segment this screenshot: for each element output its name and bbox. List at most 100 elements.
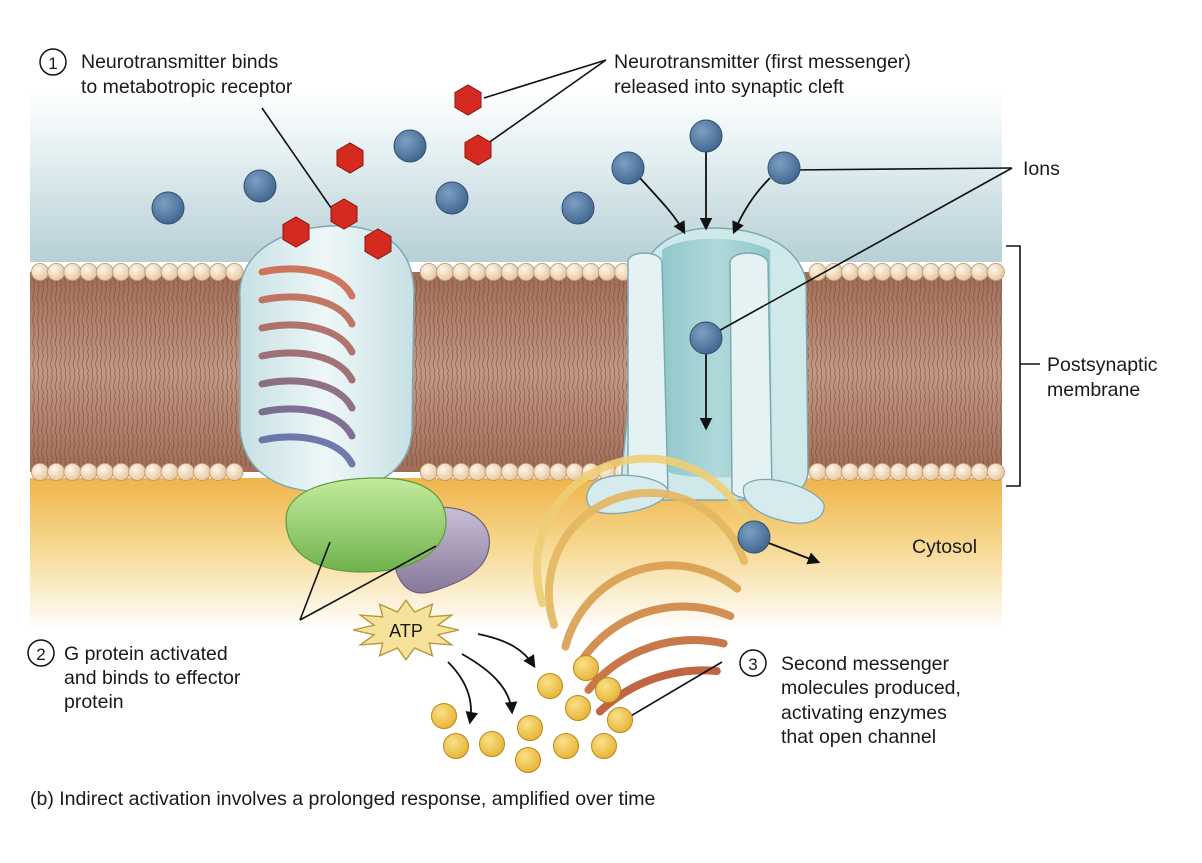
phospholipid-heads-bottom — [30, 462, 1005, 481]
ion — [243, 169, 277, 203]
phospholipid-head — [889, 262, 908, 281]
phospholipid-head — [841, 462, 860, 481]
phospholipid-head — [176, 462, 195, 481]
phospholipid-head — [873, 462, 892, 481]
second-messenger-molecule — [573, 655, 599, 681]
second-messenger-molecule — [565, 695, 591, 721]
phospholipid-head — [209, 462, 228, 481]
step1-label-line1: Neurotransmitter binds — [81, 51, 278, 73]
neurotransmitter-molecule — [330, 198, 358, 230]
atp-burst: ATP — [353, 599, 459, 661]
second-messenger-molecules — [431, 655, 633, 773]
step-marker-1: 1 — [39, 48, 67, 76]
cytosol-label: Cytosol — [912, 536, 977, 558]
membrane-label-line2: membrane — [1047, 379, 1140, 401]
phospholipid-head — [808, 462, 827, 481]
phospholipid-head — [954, 462, 973, 481]
second-messenger-molecule — [431, 703, 457, 729]
phospholipid-head — [47, 262, 66, 281]
phospholipid-head — [468, 262, 487, 281]
phospholipid-head — [160, 462, 179, 481]
helix-arc — [258, 433, 356, 468]
phospholipid-head — [970, 262, 989, 281]
phospholipid-head — [598, 262, 617, 281]
neurotransmitter-molecule — [454, 84, 482, 116]
neurotransmitter-label-line1: Neurotransmitter (first messenger) — [614, 51, 911, 73]
phospholipid-head — [225, 462, 244, 481]
second-messenger-molecule — [537, 673, 563, 699]
phospholipid-head — [954, 262, 973, 281]
phospholipid-head — [889, 462, 908, 481]
step2-label-line3: protein — [64, 691, 124, 713]
helix-arc — [258, 293, 356, 328]
phospholipid-head — [986, 462, 1005, 481]
neurotransmitter-molecule — [336, 142, 364, 174]
phospholipid-head — [419, 262, 438, 281]
phospholipid-head — [986, 262, 1005, 281]
membrane-label-line1: Postsynaptic — [1047, 354, 1158, 376]
ion — [151, 191, 185, 225]
second-messenger-molecule — [607, 707, 633, 733]
phospholipid-head — [517, 262, 536, 281]
step2-label-line1: G protein activated — [64, 643, 228, 665]
phospholipid-head — [468, 462, 487, 481]
step3-label-line4: that open channel — [781, 726, 936, 748]
synaptic-cleft-background — [30, 90, 1002, 262]
phospholipid-head — [938, 462, 957, 481]
signal-arc — [544, 488, 748, 629]
ion-flow-arrows — [639, 150, 821, 565]
second-messenger-molecule — [443, 733, 469, 759]
second-messenger-molecule — [479, 731, 505, 757]
phospholipid-head — [549, 462, 568, 481]
phospholipid-head — [176, 262, 195, 281]
ion — [611, 151, 645, 185]
phospholipid-head — [824, 462, 843, 481]
step1-number: 1 — [48, 54, 57, 73]
helix-arc — [258, 377, 356, 412]
phospholipid-head — [905, 462, 924, 481]
phospholipid-head — [581, 262, 600, 281]
helix-arc — [258, 265, 356, 300]
second-messenger-molecule — [595, 677, 621, 703]
phospholipid-head — [95, 462, 114, 481]
signal-arc — [584, 636, 728, 694]
phospholipid-head — [938, 262, 957, 281]
figure-caption: (b) Indirect activation involves a prolo… — [30, 788, 655, 810]
phospholipid-head — [112, 462, 131, 481]
step3-label-line3: activating enzymes — [781, 702, 947, 724]
phospholipid-head — [144, 462, 163, 481]
metabotropic-receptor — [239, 225, 415, 493]
step3-label-line1: Second messenger — [781, 653, 950, 675]
phospholipid-head — [95, 262, 114, 281]
step3-number: 3 — [748, 655, 757, 674]
phospholipid-head — [565, 262, 584, 281]
phospholipid-head — [63, 462, 82, 481]
phospholipid-head — [128, 262, 147, 281]
ions-label: Ions — [1023, 158, 1060, 180]
ion — [737, 520, 771, 554]
signal-arc — [573, 602, 735, 673]
ion — [393, 129, 427, 163]
signal-arc — [561, 561, 742, 651]
phospholipid-head — [500, 262, 519, 281]
step1-label-line2: to metabotropic receptor — [81, 76, 293, 98]
phospholipid-head — [905, 262, 924, 281]
phospholipid-head — [209, 262, 228, 281]
ions — [151, 119, 801, 554]
phospholipid-head — [30, 462, 50, 481]
phospholipid-head — [533, 262, 552, 281]
ion — [435, 181, 469, 215]
helix-arc — [258, 321, 356, 356]
neurotransmitter-label-line2: released into synaptic cleft — [614, 76, 844, 98]
neurotransmitter-molecule — [282, 216, 310, 248]
phospholipid-head — [192, 262, 211, 281]
neurotransmitters — [282, 84, 492, 260]
phospholipid-head — [435, 262, 454, 281]
g-protein — [285, 477, 447, 573]
phospholipid-head — [79, 262, 98, 281]
phospholipid-head — [873, 262, 892, 281]
receptor-helix-arcs — [258, 265, 356, 468]
phospholipid-head — [484, 462, 503, 481]
phospholipid-head — [922, 462, 941, 481]
